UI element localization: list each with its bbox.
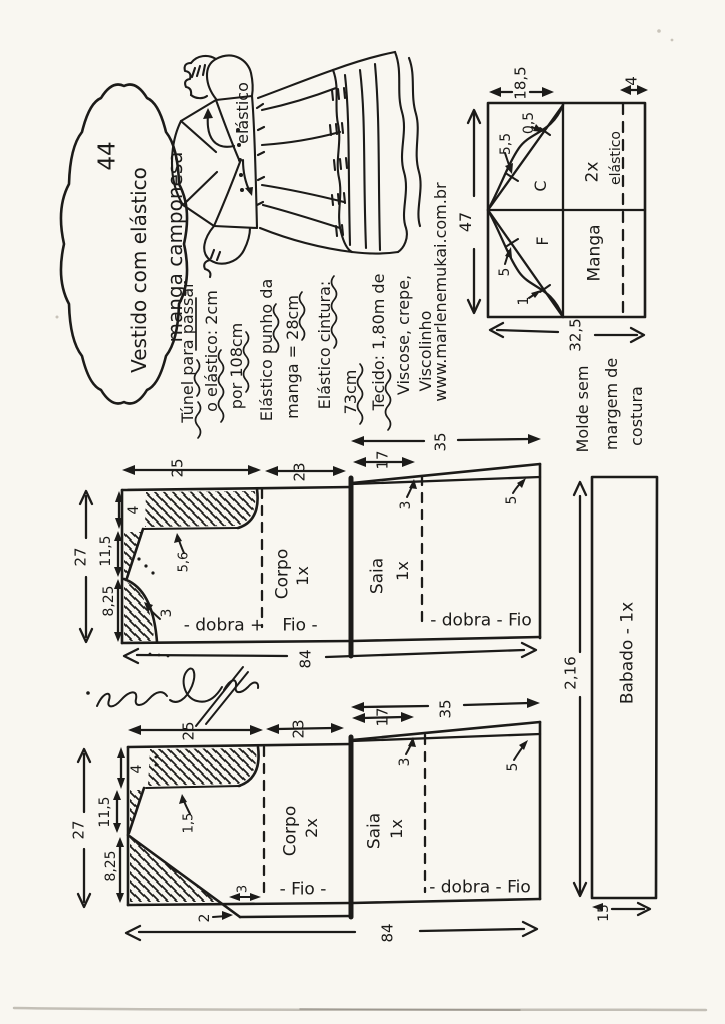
back-seg1-dim: 25	[168, 458, 187, 478]
note-line2: margem de	[602, 357, 621, 451]
note-line3: costura	[627, 386, 646, 446]
spec-line: o elástico: 2cm	[202, 290, 221, 412]
back-piece	[78, 434, 542, 665]
ruffle-piece	[572, 475, 659, 917]
sketch-elastic-label: elástico	[233, 82, 252, 144]
back-skirt-label: Saia	[367, 557, 388, 595]
back-skirt-qty: 1x	[393, 561, 412, 581]
signature	[86, 666, 260, 727]
scan-artifacts	[12, 29, 708, 1012]
sleeve-back-corner-dim: 0,5	[521, 111, 537, 135]
dress-sketch	[170, 50, 422, 279]
front-armhole-dim: 11,5	[97, 796, 113, 828]
sleeve-cap-dim: 18,5	[511, 66, 530, 100]
sleeve-front-mark: F	[533, 236, 552, 246]
front-seg3-dim: 17	[373, 707, 392, 727]
button-dots	[236, 128, 244, 192]
front-body-qty: 2x	[302, 818, 321, 838]
front-length-dim: 84	[378, 923, 397, 943]
back-seg2-dim: 23	[290, 462, 309, 482]
front-seg2-dim: 23	[289, 719, 308, 739]
spec-line: 73cm	[341, 369, 360, 415]
front-skirt-qty: 1x	[387, 819, 406, 839]
front-hem-flare-dim: 5	[505, 762, 521, 772]
spec-line: por 108cm	[227, 322, 246, 410]
back-neck-depth-dim: 8,25	[101, 585, 117, 617]
spec-line: Elástico cintura:	[315, 280, 334, 410]
back-length-dim: 84	[296, 649, 315, 669]
front-waist-notch-dim: 3	[235, 884, 251, 894]
back-neck-width-dim: 5,6	[176, 551, 192, 573]
sleeve-qty: 2x	[582, 161, 603, 183]
front-grain-label: - Fio -	[279, 879, 327, 900]
title-line1: Vestido com elástico	[127, 167, 151, 373]
front-piece	[76, 698, 542, 942]
ruffle-label: Babado - 1x	[617, 601, 638, 705]
front-seg1-dim: 25	[179, 721, 198, 741]
back-seg3-dim: 17	[373, 450, 392, 470]
sleeve-back-notch-dim: 5,5	[498, 132, 514, 156]
spec-underlines	[193, 275, 392, 439]
title-cloud	[59, 83, 189, 405]
spec-line: Viscose, crepe,	[394, 274, 413, 396]
front-skirt-label: Saia	[364, 812, 385, 850]
website-url: www.marlenemukai.com.br	[431, 182, 450, 402]
back-armhole-dim: 11,5	[98, 535, 114, 567]
back-body-qty: 1x	[293, 566, 312, 586]
front-skirt-grain-label: - dobra - Fio	[429, 877, 531, 898]
back-skirt-rise-dim: 3	[398, 500, 414, 510]
sleeve-width-dim: 47	[456, 211, 475, 233]
sleeve-front-corner-dim: 1	[516, 296, 532, 306]
back-neck-curve-dim: 3	[159, 608, 175, 618]
ruffle-width-dim: 15	[596, 904, 612, 922]
front-body-label: Corpo	[280, 805, 301, 857]
front-neck-width-dim: 1,5	[181, 812, 197, 834]
back-height-dim: 27	[71, 547, 90, 567]
back-shoulder-dim: 4	[126, 505, 142, 515]
back-seg4-dim: 35	[431, 432, 450, 452]
sleeve-label: Manga	[584, 224, 605, 282]
title-size: 44	[94, 141, 121, 171]
back-grain-label: Fio -	[282, 615, 318, 636]
front-seg4-dim: 35	[436, 699, 455, 719]
sleeve-hem-dim: 4	[622, 76, 641, 86]
spec-line: Túnel para passar	[178, 281, 197, 423]
front-height-dim: 27	[69, 820, 88, 840]
spec-line: Elástico punho da	[257, 278, 276, 422]
ruffle-length-dim: 2,16	[561, 656, 580, 690]
sleeve-piece	[466, 85, 648, 344]
front-skirt-rise-dim: 3	[397, 757, 413, 767]
sleeve-front-notch-dim: 5	[497, 267, 513, 277]
front-drop-dim: 2	[197, 913, 213, 923]
back-fold-label: - dobra +	[183, 615, 265, 636]
back-body-label: Corpo	[272, 548, 293, 600]
sleeve-back-mark: C	[531, 180, 550, 192]
front-neck-depth-dim: 8,25	[103, 850, 119, 882]
note-line1: Molde sem	[573, 365, 592, 453]
spec-line: manga = 28cm	[283, 295, 302, 419]
back-hem-flare-dim: 5	[504, 495, 520, 505]
back-skirt-grain-label: - dobra - Fio	[430, 610, 532, 631]
front-shoulder-dim: 4	[129, 764, 145, 774]
sleeve-length-dim: 32,5	[566, 318, 585, 352]
sleeve-elastic-label: elástico	[608, 130, 624, 186]
spec-line: Tecido: 1,80m de	[369, 273, 388, 411]
